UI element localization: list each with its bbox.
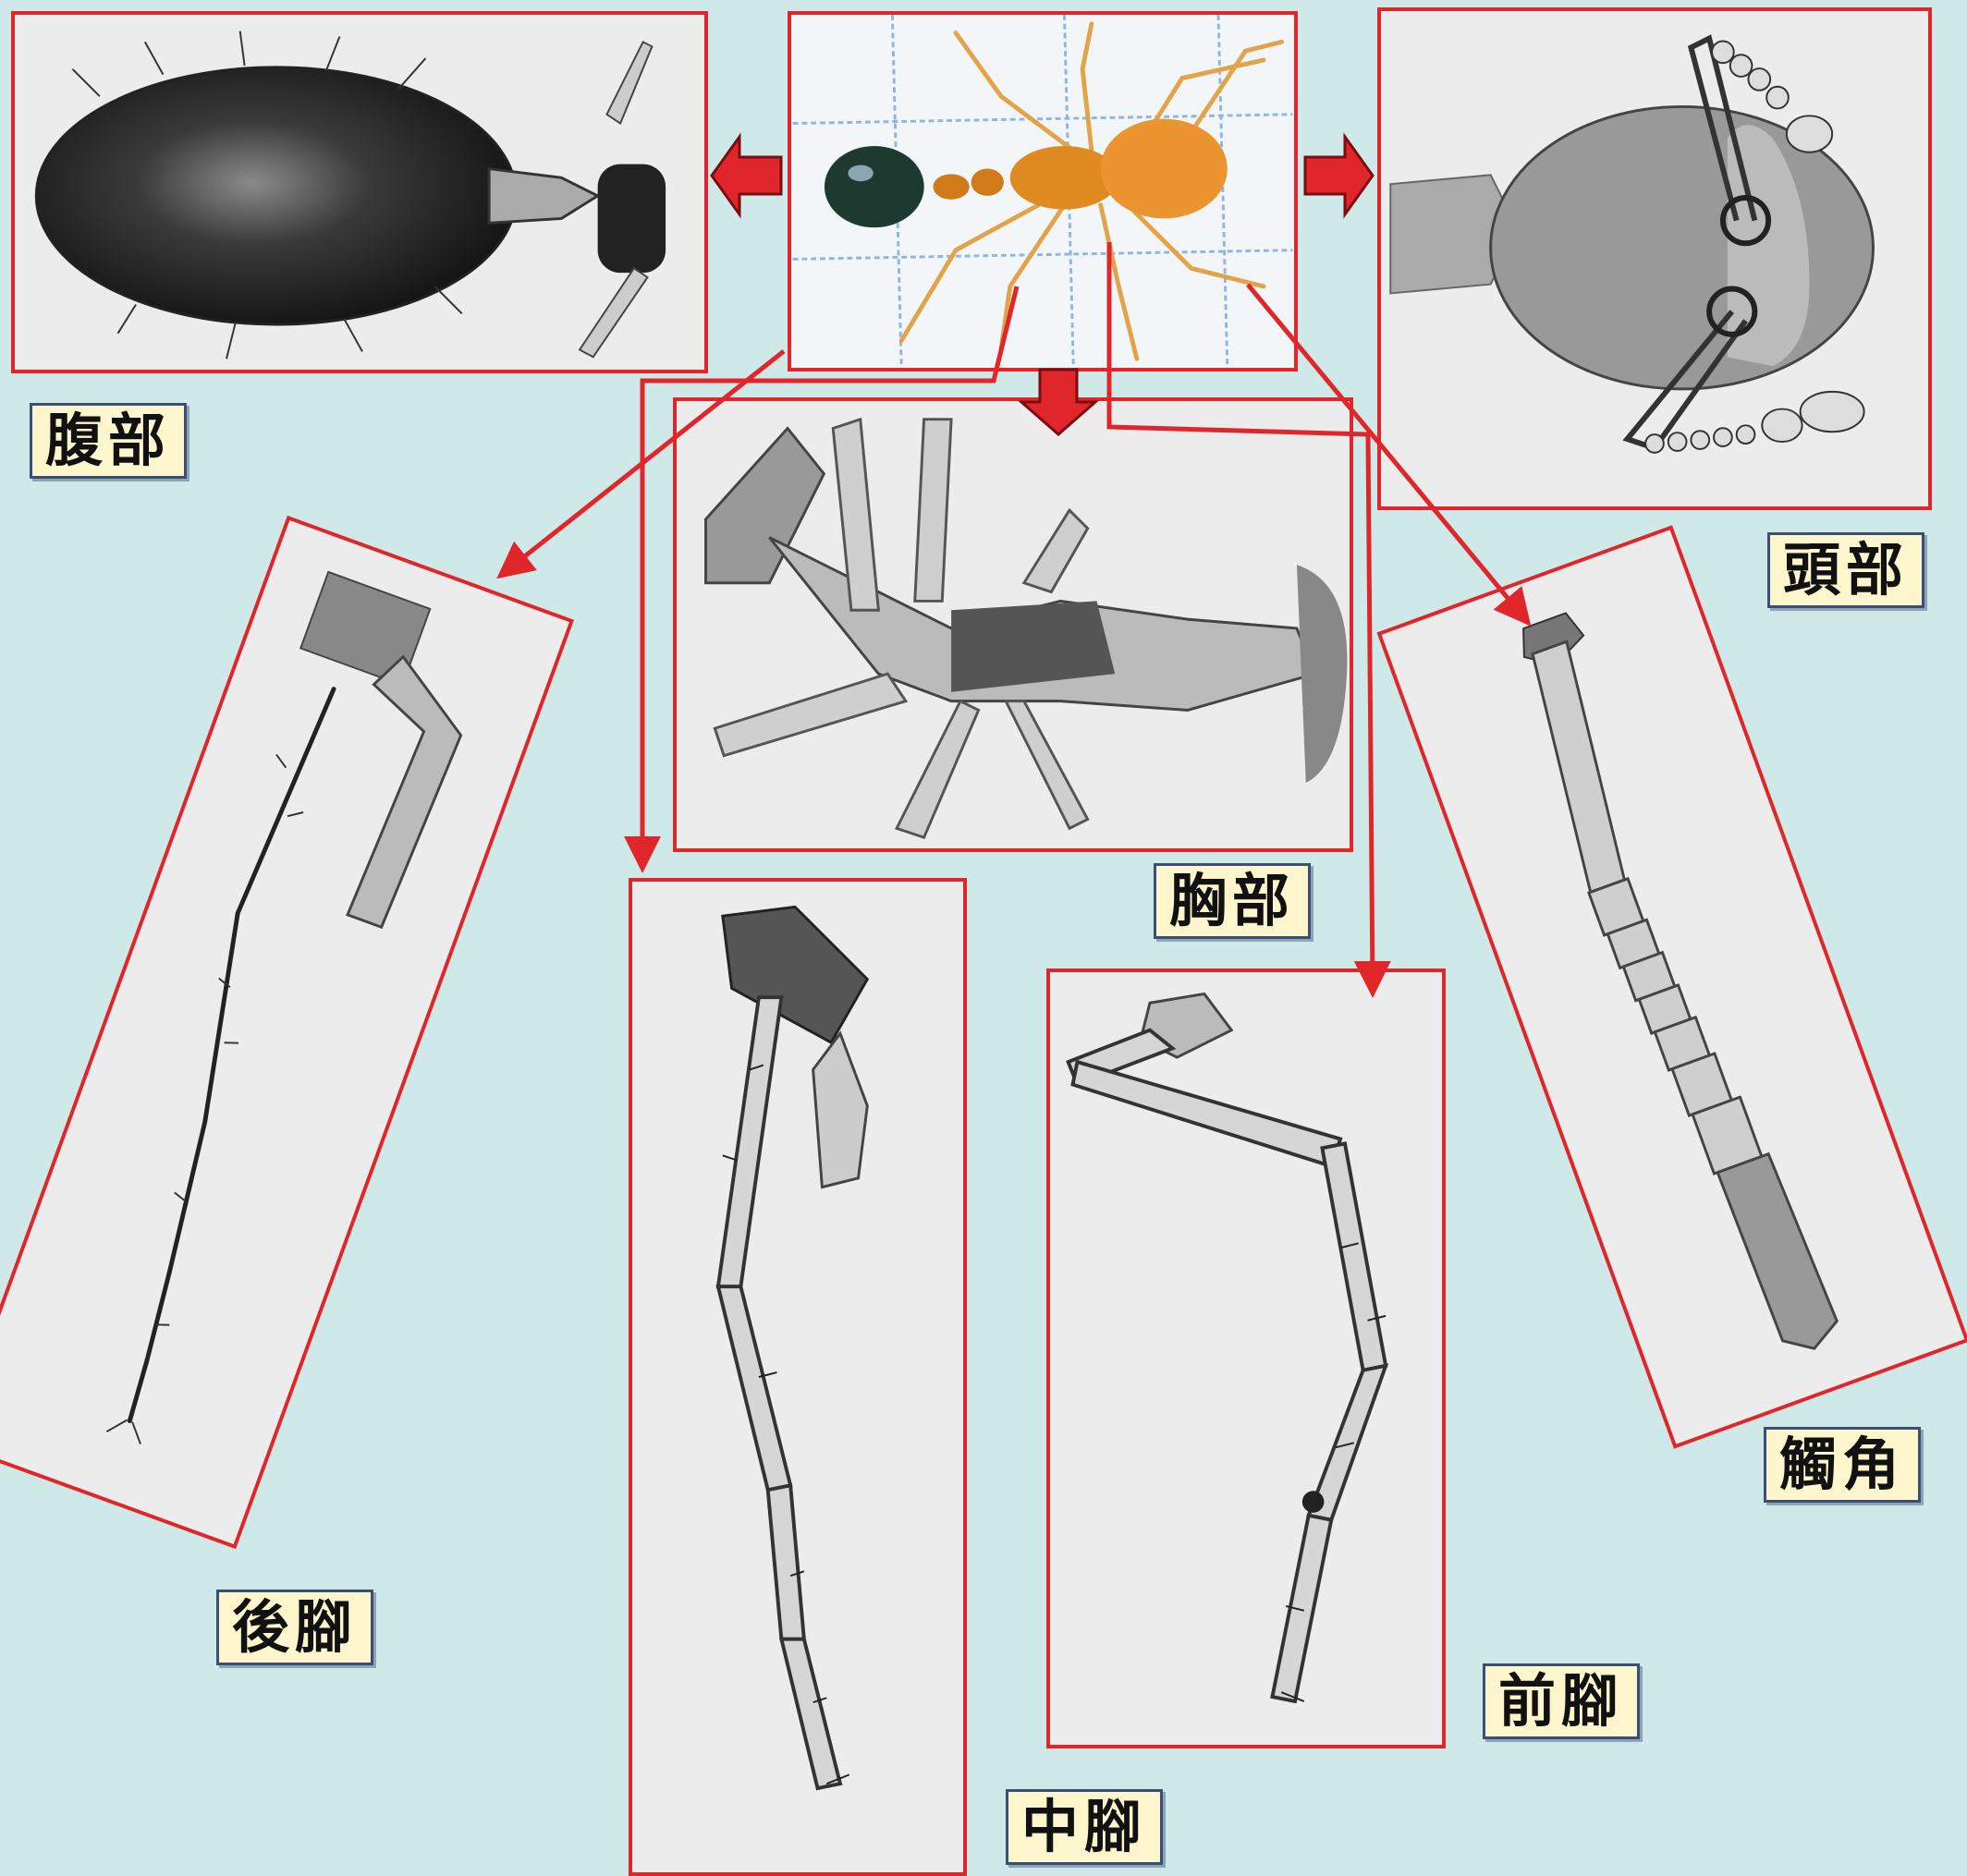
abdomen-drawing-panel xyxy=(11,11,708,373)
ant-photo xyxy=(791,15,1294,368)
label-thorax: 胸部 xyxy=(1154,863,1311,939)
head-sketch xyxy=(1381,11,1928,506)
hind-leg-sketch xyxy=(0,520,569,1544)
label-antenna: 觸角 xyxy=(1764,1427,1921,1503)
label-mid-leg: 中腳 xyxy=(1006,1789,1163,1865)
mid-leg-sketch xyxy=(632,882,963,1872)
label-hind-leg: 後腳 xyxy=(216,1590,373,1665)
ant-photo-panel xyxy=(788,11,1298,372)
arrow-to-head xyxy=(1305,137,1373,214)
label-fore-leg: 前腳 xyxy=(1483,1663,1640,1739)
label-abdomen: 腹部 xyxy=(30,403,187,479)
fore-leg-sketch xyxy=(1050,972,1442,1745)
arrow-to-abdomen xyxy=(712,137,781,214)
antenna-sketch xyxy=(1382,530,1965,1444)
head-drawing-panel xyxy=(1377,7,1932,510)
fore-leg-drawing-panel xyxy=(1046,968,1446,1748)
antenna-drawing-panel xyxy=(1377,525,1967,1449)
thorax-drawing-panel xyxy=(673,397,1353,852)
mid-leg-drawing-panel xyxy=(629,878,967,1876)
label-head: 頭部 xyxy=(1767,532,1924,608)
abdomen-sketch xyxy=(15,15,704,370)
hind-leg-drawing-panel xyxy=(0,516,574,1549)
thorax-sketch xyxy=(677,401,1350,848)
